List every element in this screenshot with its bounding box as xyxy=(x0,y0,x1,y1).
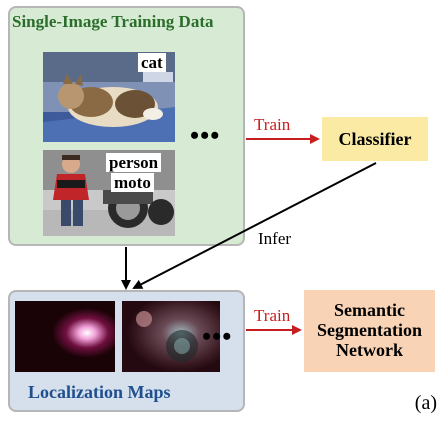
localization-map-person xyxy=(122,301,220,372)
infer-arrow xyxy=(132,162,377,289)
infer-label: Infer xyxy=(258,229,292,248)
localization-map-cat xyxy=(15,301,115,372)
segmentation-network-box: Semantic Segmentation Network xyxy=(304,290,435,372)
segnet-line-2: Segmentation xyxy=(317,320,422,340)
figure-label: (a) xyxy=(414,392,437,414)
segnet-line-3: Network xyxy=(336,340,403,360)
segnet-line-1: Semantic xyxy=(334,300,405,320)
train-label-top: Train xyxy=(254,115,291,134)
tag-cat: cat xyxy=(138,53,166,72)
train-label-bottom: Train xyxy=(254,306,291,325)
tag-person: person xyxy=(106,153,162,172)
training-more-ellipsis: ••• xyxy=(190,121,221,150)
classifier-box: Classifier xyxy=(322,117,428,161)
training-data-title: Single-Image Training Data xyxy=(12,12,214,31)
localization-maps-title: Localization Maps xyxy=(28,382,171,402)
tag-moto: moto xyxy=(111,173,154,192)
localization-more-ellipsis: ••• xyxy=(202,322,233,351)
